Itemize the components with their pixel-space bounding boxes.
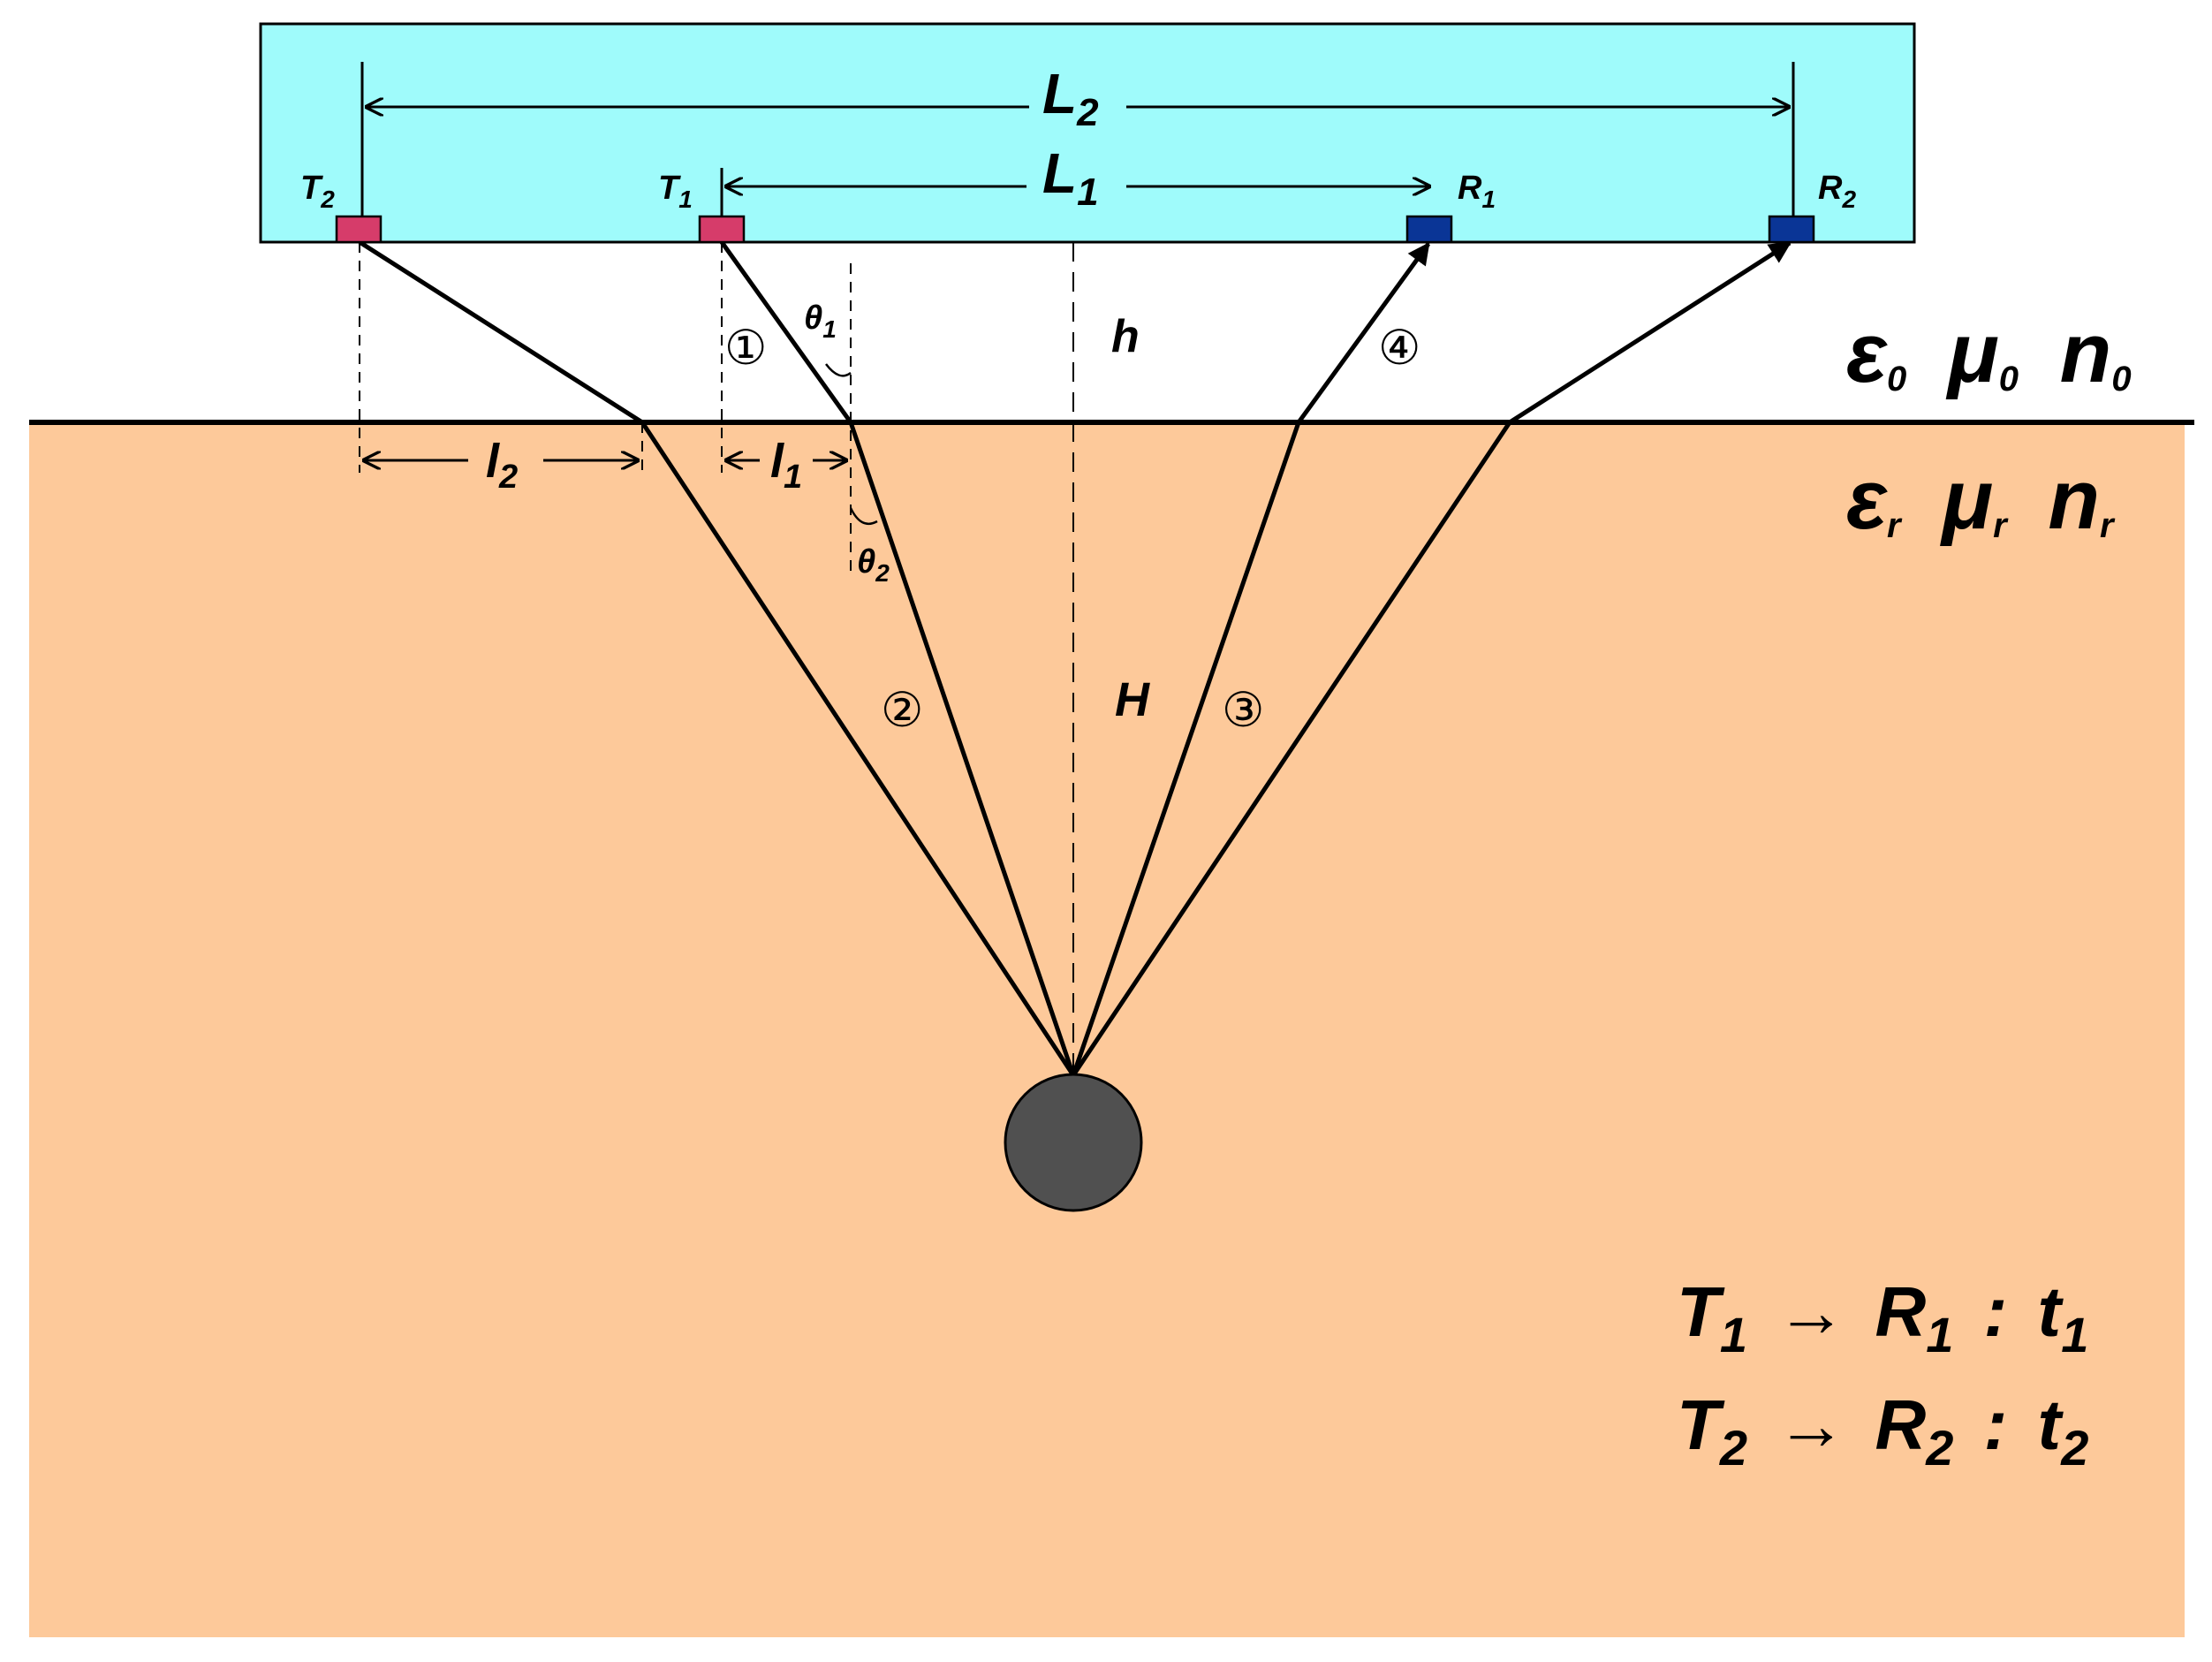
buried-target [1004, 1073, 1143, 1212]
path-2-label: ② [881, 682, 923, 738]
theta1-label: θ1 [804, 300, 837, 343]
l1-offset-label: l1 [770, 435, 802, 496]
path-4-label: ④ [1378, 320, 1420, 376]
receiver-r1 [1405, 215, 1453, 244]
big-h-label: H [1115, 673, 1150, 726]
t1-label: T1 [658, 170, 693, 213]
theta2-angle-arc [849, 507, 878, 526]
receiver-r2 [1768, 215, 1815, 244]
ground-region [29, 422, 2185, 1637]
travel-time-eq-2: T2 → R2 : t2 [1677, 1385, 2088, 1480]
antenna-board [259, 22, 1916, 244]
r2-label: R2 [1818, 170, 1856, 213]
travel-time-eq-1: T1 → R1 : t1 [1677, 1272, 2088, 1367]
path-3-label: ③ [1222, 682, 1264, 738]
theta1-angle-arc [825, 363, 852, 377]
theta2-label: θ2 [857, 543, 890, 587]
h-label: h [1111, 311, 1140, 362]
l2-label: L2 [1042, 62, 1099, 134]
ray-path-t1 [719, 240, 1076, 1076]
ray-path-r2 [1071, 240, 1792, 1077]
lower-medium-properties: εr μr nr [1846, 452, 2116, 556]
transmitter-t1 [698, 215, 746, 244]
upper-medium-properties: ε0 μ0 n0 [1846, 306, 2132, 409]
t2-label: T2 [300, 170, 335, 213]
path-1-label: ① [724, 320, 767, 376]
ray-path-r1 [1071, 241, 1431, 1076]
l1-label: L1 [1042, 141, 1099, 214]
transmitter-t2 [335, 215, 383, 244]
ray-path-t2 [358, 239, 1076, 1077]
l2-offset-label: l2 [486, 435, 518, 496]
r1-label: R1 [1458, 170, 1496, 213]
